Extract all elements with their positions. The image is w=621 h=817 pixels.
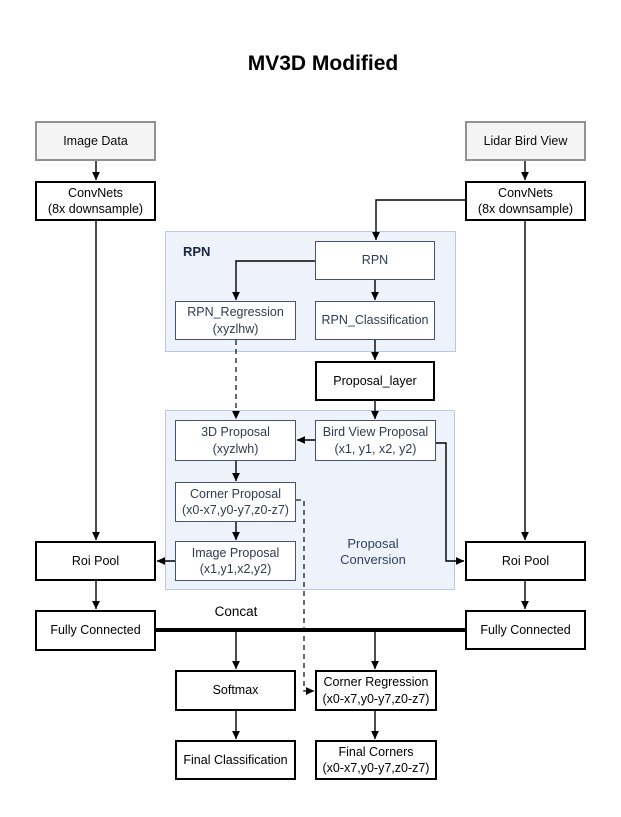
node-label: Fully Connected <box>50 623 141 638</box>
node-label: Roi Pool <box>501 553 550 568</box>
node-sublabel: (xyzlhw) <box>212 321 259 336</box>
edge-convnetsright-rpn <box>372 199 465 241</box>
node-bird-view-proposal: Bird View Proposal (x1, y1, x2, y2) <box>315 420 436 461</box>
node-fully-connected-left: Fully Connected <box>35 610 156 651</box>
node-label: Lidar Bird View <box>483 133 568 148</box>
node-label: Roi Pool <box>71 553 120 568</box>
node-convnets-right: ConvNets (8x downsample) <box>465 181 586 221</box>
node-rpn-classification: RPN_Classification <box>315 301 435 340</box>
node-corner-regression: Corner Regression (x0-x7,y0-y7,z0-z7) <box>315 670 437 711</box>
node-sublabel: (xyzlwh) <box>212 441 259 456</box>
node-final-classification: Final Classification <box>175 740 296 780</box>
node-fully-connected-right: Fully Connected <box>465 610 586 650</box>
node-label: ConvNets <box>498 185 553 200</box>
node-sublabel: (8x downsample) <box>477 202 574 216</box>
node-label: RPN <box>361 253 389 268</box>
node-label: Corner Regression <box>323 675 429 690</box>
node-label: Corner Proposal <box>189 486 281 501</box>
edge-birdview-roipoolright <box>436 442 465 565</box>
node-roi-pool-right: Roi Pool <box>465 541 586 581</box>
node-image-data: Image Data <box>35 121 156 161</box>
node-label: ConvNets <box>68 185 123 200</box>
node-label: Bird View Proposal <box>322 425 429 440</box>
proposal-conversion-label: Proposal Conversion <box>313 536 433 569</box>
node-proposal-layer: Proposal_layer <box>315 361 435 401</box>
node-roi-pool-left: Roi Pool <box>35 541 156 581</box>
proposal-conversion-label-line2: Conversion <box>340 552 406 568</box>
node-label: Fully Connected <box>480 622 571 637</box>
node-label: RPN_Regression <box>187 305 284 320</box>
node-sublabel: (x0-x7,y0-y7,z0-z7) <box>322 761 430 775</box>
node-label: Image Data <box>63 133 128 148</box>
node-rpn-regression: RPN_Regression (xyzlhw) <box>175 301 296 340</box>
node-label: Final Corners <box>338 744 414 759</box>
node-image-proposal: Image Proposal (x1,y1,x2,y2) <box>175 541 296 581</box>
node-sublabel: (x1, y1, x2, y2) <box>334 441 417 456</box>
node-final-corners: Final Corners (x0-x7,y0-y7,z0-z7) <box>315 740 437 780</box>
node-rpn: RPN <box>315 241 435 280</box>
rpn-group-label: RPN <box>183 244 211 259</box>
node-lidar-bird-view: Lidar Bird View <box>465 121 586 161</box>
node-label: Final Classification <box>183 752 288 767</box>
node-corner-proposal: Corner Proposal (x0-x7,y0-y7,z0-z7) <box>175 482 296 522</box>
node-3d-proposal: 3D Proposal (xyzlwh) <box>175 420 296 461</box>
node-sublabel: (x0-x7,y0-y7,z0-z7) <box>322 691 430 706</box>
node-sublabel: (x1,y1,x2,y2) <box>199 562 272 576</box>
node-label: Softmax <box>212 683 259 698</box>
node-softmax: Softmax <box>175 670 296 711</box>
edge-rpn-regression <box>232 260 315 301</box>
node-sublabel: (8x downsample) <box>47 202 144 216</box>
node-label: Image Proposal <box>191 545 280 560</box>
node-label: RPN_Classification <box>321 313 429 328</box>
edge-cornerproposal-cornerregression-dashed <box>296 499 315 695</box>
concat-label: Concat <box>214 604 258 619</box>
diagram-title: MV3D Modified <box>247 52 399 75</box>
node-convnets-left: ConvNets (8x downsample) <box>35 181 156 221</box>
node-sublabel: (x0-x7,y0-y7,z0-z7) <box>182 503 289 517</box>
proposal-conversion-label-line1: Proposal <box>347 536 399 551</box>
node-label: 3D Proposal <box>201 425 270 440</box>
node-label: Proposal_layer <box>333 373 417 388</box>
